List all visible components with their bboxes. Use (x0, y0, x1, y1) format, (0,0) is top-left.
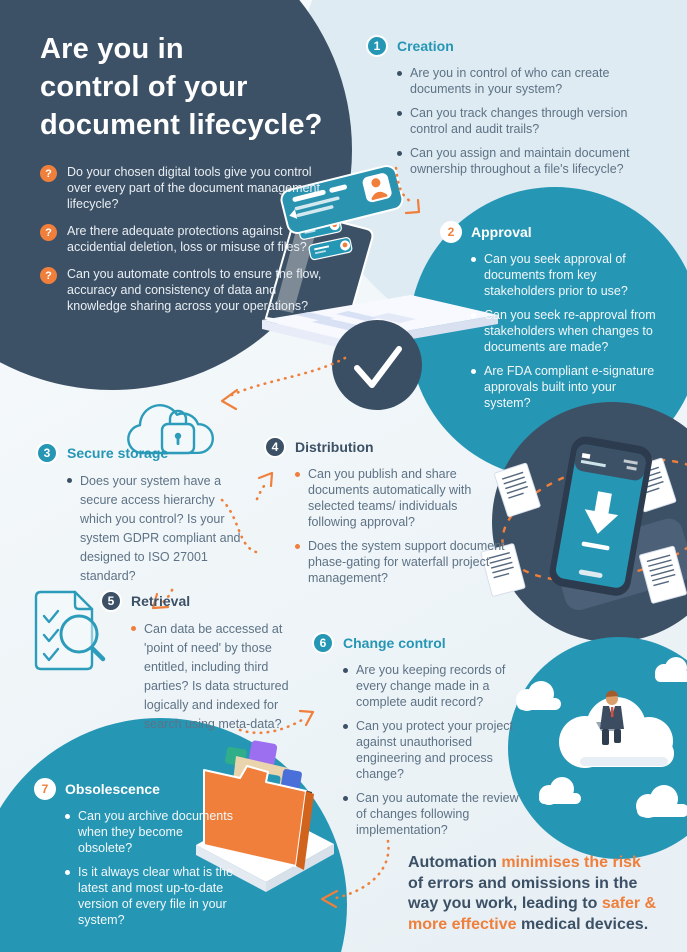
intro-question: ? Do your chosen digital tools give you … (40, 164, 370, 212)
arrow-3-to-4 (220, 498, 258, 554)
arrowhead-icon (257, 471, 274, 488)
closing-line: Automation minimises the risk (408, 854, 641, 871)
bullet-item: Can you seek re-approval from stakeholde… (471, 307, 660, 355)
arrow-5-to-6 (238, 718, 304, 735)
check-icon (354, 346, 402, 388)
bullet-item: Can you automate the review of changes f… (343, 790, 527, 838)
user-avatar-icon (371, 178, 381, 188)
phone-illustration (480, 436, 687, 610)
document-page (639, 545, 687, 604)
bullet-item: Can you seek approval of documents from … (471, 251, 660, 299)
closing-statement: Automation minimises the risk of errors … (408, 853, 686, 935)
bullet-item: Are FDA compliant e-signature approvals … (471, 363, 660, 411)
arrow-check-to-3 (230, 356, 347, 397)
chat-card (280, 165, 404, 235)
intro-question: ? Can you automate controls to ensure th… (40, 266, 370, 314)
arrowhead-icon (404, 198, 421, 215)
section-title: Secure storage (67, 445, 169, 461)
folder-illustration (196, 740, 334, 892)
question-mark-icon: ? (40, 165, 57, 182)
document-search-icon (34, 590, 106, 671)
bullet-item: Can you publish and share documents auto… (295, 466, 509, 530)
question-mark-icon: ? (40, 267, 57, 284)
section-number-badge: 4 (264, 436, 286, 458)
phone (549, 436, 653, 596)
section-number-badge: 3 (36, 442, 58, 464)
section-distribution: 4 Distribution Can you publish and share… (264, 436, 509, 594)
check-circle (332, 320, 422, 410)
document-page (480, 543, 526, 597)
cloud-padlock-icon (127, 404, 214, 455)
intro-block: Are you in control of your document life… (40, 30, 370, 325)
bullet-item: Can you track changes through version co… (397, 105, 660, 137)
section-title: Approval (471, 224, 532, 240)
section-number-badge: 7 (34, 778, 56, 800)
bullet-item: Can data be accessed at 'point of need' … (131, 620, 300, 734)
section-title: Obsolescence (65, 781, 160, 797)
bullet-item: Does your system have a secure access hi… (67, 472, 246, 586)
main-cloud (559, 697, 674, 768)
bullet-item: Are you in control of who can create doc… (397, 65, 660, 97)
arrowhead-icon (320, 889, 339, 909)
arrow-1-to-2 (394, 166, 412, 203)
bullet-item: Are you keeping records of every change … (343, 662, 527, 710)
arrowhead-icon (298, 709, 315, 727)
bullet-item: Can you assign and maintain document own… (397, 145, 660, 177)
section-number-badge: 1 (366, 35, 388, 57)
laptop-illustration (262, 165, 498, 350)
small-clouds (516, 657, 687, 818)
section-title: Retrieval (131, 593, 191, 609)
bullet-item: Does the system support document phase-g… (295, 538, 509, 586)
intro-question-text: Are there adequate protections against a… (67, 224, 307, 254)
closing-line: more effective medical devices. (408, 915, 649, 933)
arrowhead-icon (151, 592, 170, 610)
bullet-item: Is it always clear what is the latest an… (65, 864, 234, 928)
section-creation: 1 Creation Are you in control of who can… (366, 35, 666, 185)
bullet-item: Can you archive documents when they beco… (65, 808, 234, 856)
section-change-control: 6 Change control Are you keeping records… (312, 632, 527, 846)
section-obsolescence: 7 Obsolescence Can you archive documents… (34, 778, 234, 936)
section-number-badge: 5 (100, 590, 122, 612)
section-approval: 2 Approval Can you seek approval of docu… (440, 221, 665, 419)
bullet-item: Can you protect your project against una… (343, 718, 527, 782)
page-title: Are you in control of your document life… (40, 33, 323, 141)
section-number-badge: 6 (312, 632, 334, 654)
cloud-man-illustration (516, 657, 687, 818)
intro-dark-circle (0, 0, 352, 390)
closing-line: of errors and omissions in the (408, 874, 638, 892)
intro-question-text: Can you automate controls to ensure the … (67, 267, 322, 313)
arrowhead-icon (220, 388, 239, 411)
section-title: Distribution (295, 439, 374, 455)
section-retrieval: 5 Retrieval Can data be accessed at 'poi… (100, 590, 300, 742)
download-arrow-icon (581, 491, 619, 551)
document-page (494, 462, 541, 518)
section-secure-storage: 3 Secure storage Does your system have a… (36, 442, 246, 594)
section-number-badge: 2 (440, 221, 462, 243)
section-title: Change control (343, 635, 446, 651)
flow-arrows (151, 166, 421, 909)
intro-question: ? Are there adequate protections against… (40, 223, 370, 255)
question-mark-icon: ? (40, 224, 57, 241)
closing-line: way you work, leading to safer & (408, 895, 657, 912)
arrow-6-to-7 (334, 839, 390, 900)
section-title: Creation (397, 38, 454, 54)
intro-question-text: Do your chosen digital tools give you co… (67, 165, 320, 211)
businessman (596, 690, 624, 745)
